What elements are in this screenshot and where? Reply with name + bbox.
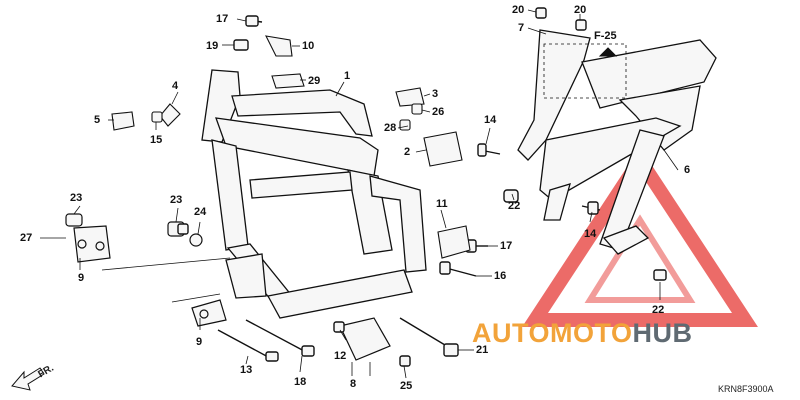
callout-18: 18 <box>294 376 307 388</box>
callout-9-lower: 9 <box>196 336 203 348</box>
callout-7: 7 <box>518 22 525 34</box>
callout-24: 24 <box>194 206 207 218</box>
callout-6: 6 <box>684 164 691 176</box>
callout-5: 5 <box>94 114 101 126</box>
callout-8: 8 <box>350 378 357 390</box>
f25-arrow <box>598 47 618 57</box>
callout-17-top: 17 <box>216 13 229 25</box>
callout-28: 28 <box>384 122 397 134</box>
watermark-logo: AUTOMOTOHUB <box>472 318 693 348</box>
watermark-text-primary: AUTOMOTO <box>472 318 633 348</box>
callout-13: 13 <box>240 364 253 376</box>
engine-mount-lower <box>191 299 391 361</box>
watermark-text-secondary: HUB <box>632 318 693 348</box>
front-arrow <box>11 367 45 391</box>
callout-4: 4 <box>172 80 179 92</box>
subframe <box>517 29 717 255</box>
callout-20-right: 20 <box>574 4 587 16</box>
callout-29: 29 <box>308 75 321 87</box>
callout-25: 25 <box>400 380 413 392</box>
callout-9-left: 9 <box>78 272 85 284</box>
engine-mount-left <box>65 213 203 263</box>
callout-23-mid: 23 <box>170 194 183 206</box>
callout-16: 16 <box>494 270 507 282</box>
callout-11: 11 <box>436 198 448 210</box>
callout-12: 12 <box>334 350 347 362</box>
callout-19: 19 <box>206 40 219 52</box>
callout-3: 3 <box>432 88 439 100</box>
callout-15: 15 <box>150 134 163 146</box>
callout-20-left: 20 <box>512 4 525 16</box>
callout-23-left: 23 <box>70 192 83 204</box>
reference-tag: F-25 <box>594 30 617 42</box>
callout-26: 26 <box>432 106 445 118</box>
callout-22-lower: 22 <box>652 304 665 316</box>
callout-2: 2 <box>404 146 411 158</box>
callout-21: 21 <box>476 344 489 356</box>
diagram-code: KRN8F3900A <box>718 384 774 394</box>
subframe-inset <box>543 43 627 99</box>
callout-14-lower: 14 <box>584 228 597 240</box>
callout-10: 10 <box>302 40 315 52</box>
callout-1: 1 <box>344 70 351 82</box>
callout-22-upper: 22 <box>508 200 521 212</box>
callout-27: 27 <box>20 232 33 244</box>
callout-14-upper: 14 <box>484 114 497 126</box>
main-frame <box>201 69 427 319</box>
watermark-triangle <box>522 147 758 327</box>
callout-17-right: 17 <box>500 240 513 252</box>
leader-lines <box>40 9 679 379</box>
